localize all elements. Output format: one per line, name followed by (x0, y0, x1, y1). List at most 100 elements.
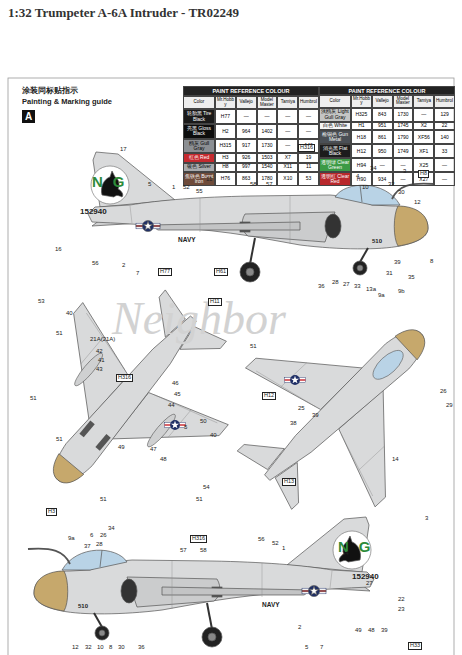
callout-number: 57 (266, 181, 273, 187)
color-swatch: 透明红 Clear Red (319, 172, 351, 186)
color-name: 银色 Silver (187, 164, 211, 170)
color-name: 消光黑 Flat Black (320, 146, 350, 157)
table-cell: 951 (372, 122, 393, 131)
paint-code: H13 (282, 478, 296, 486)
callout-number: 8 (109, 644, 112, 650)
callout-number: 58 (250, 181, 257, 187)
table-header: PAINT REFERENCE COLOUR (319, 86, 455, 95)
callout-number: 43 (96, 366, 103, 372)
callout-number: 27 (366, 580, 373, 586)
callout-number: 47 (150, 446, 157, 452)
table-cell: X11 (277, 163, 298, 172)
table-cell: 33 (434, 144, 455, 158)
guide-heading: Painting & Marking guide (22, 98, 112, 106)
callout-number: 58 (200, 547, 207, 553)
table-cell: 1790 (393, 130, 414, 144)
color-swatch: 浅鸥灰 Light Gull Gray (319, 108, 351, 122)
callout-number: 38 (290, 420, 297, 426)
color-swatch: 白色 White (319, 122, 351, 131)
paint-code: H316 (116, 374, 133, 382)
table-cell: H1 (351, 122, 372, 131)
table-cell: XF56 (413, 130, 434, 144)
callout-number: 30 (398, 189, 405, 195)
column-header: Mr.Hobby (351, 95, 372, 108)
color-name: 白色 White (323, 123, 347, 129)
table-cell: H77 (215, 109, 236, 124)
table-cell: H315 (215, 139, 236, 154)
callout-number: 48 (368, 627, 375, 633)
page-title: 1:32 Trumpeter A-6A Intruder - TR02249 (8, 6, 239, 19)
callout-number: 13a (366, 286, 376, 292)
callout-number: 29 (446, 402, 453, 408)
callout-number: 10 (97, 644, 104, 650)
callout-number: 32 (388, 181, 395, 187)
paint-code: H11 (208, 298, 222, 306)
callout-number: 32 (85, 644, 92, 650)
callout-number: 53 (38, 298, 45, 304)
callout-number: 41 (98, 357, 105, 363)
table-cell: 11 (298, 163, 319, 172)
table-header: PAINT REFERENCE COLOUR (183, 86, 319, 96)
color-swatch: 银色 Silver (183, 163, 215, 172)
paint-table-half: PAINT REFERENCE COLOURColorMr.HobbyValle… (183, 86, 319, 186)
table-cell: X10 (277, 172, 298, 187)
column-header: Tamiya (413, 95, 434, 108)
callout-number: 7 (320, 644, 323, 650)
color-name: 枪铜色 Gun Metal (320, 132, 350, 143)
color-swatch: 枪铜色 Gun Metal (319, 130, 351, 144)
callout-number: 51 (196, 496, 203, 502)
callout-number: 45 (174, 391, 181, 397)
callout-number: 49 (118, 444, 125, 450)
paint-code: H12 (262, 392, 276, 400)
callout-number: 56 (258, 536, 265, 542)
callout-number: 2 (298, 624, 301, 630)
table-cell: H2 (215, 124, 236, 139)
table-cell: H325 (351, 108, 372, 122)
table-cell: X2 (413, 122, 434, 131)
table-cell: 1540 (257, 163, 278, 172)
aircraft-marking: NAVY (178, 237, 196, 244)
paint-code: H61 (214, 268, 228, 276)
color-swatch: 透明绿 Clear Green (319, 158, 351, 172)
column-header: Vallejo (236, 96, 257, 110)
column-header: Model Master (393, 95, 414, 108)
table-cell: — (413, 108, 434, 122)
callout-number: 37 (84, 543, 91, 549)
callout-number: 34 (108, 525, 115, 531)
callout-number: 27 (343, 281, 350, 287)
table-cell: H18 (351, 130, 372, 144)
callout-number: 56 (92, 260, 99, 266)
view-letter: A (25, 111, 32, 122)
table-cell: — (277, 109, 298, 124)
table-cell: — (393, 172, 414, 186)
callout-number: 2 (122, 262, 125, 268)
paint-code: H33 (408, 642, 422, 650)
callout-number: 54 (203, 484, 210, 490)
table-cell: 1730 (393, 108, 414, 122)
table-cell: — (298, 124, 319, 139)
color-name: 轮胎黑 Tire Black (184, 111, 214, 122)
table-cell: 1745 (393, 122, 414, 131)
column-header: Humbrol (298, 96, 319, 110)
callout-number: 39 (381, 627, 388, 633)
aircraft-marking: NAVY (262, 602, 280, 609)
aircraft-marking: 152940 (352, 573, 379, 581)
callout-number: 21A(21A) (90, 336, 115, 342)
color-name: 红色 Red (189, 155, 210, 161)
table-cell: 140 (434, 130, 455, 144)
callout-number: 5 (305, 644, 308, 650)
color-name: 透明红 Clear Red (320, 174, 350, 185)
table-cell: — (257, 109, 278, 124)
table-cell: XF1 (413, 144, 434, 158)
aircraft-marking: 152940 (80, 208, 107, 216)
callout-number: 9b (398, 288, 405, 294)
table-cell: — (277, 124, 298, 139)
table-cell: 926 (236, 153, 257, 162)
callout-number: 34 (370, 165, 377, 171)
watermark: Neighbor (112, 296, 286, 342)
paint-code: H316 (190, 535, 207, 543)
table-cell: 129 (434, 108, 455, 122)
callout-number: 36 (318, 283, 325, 289)
callout-number: 14 (342, 550, 349, 556)
callout-number: 1 (282, 545, 285, 551)
